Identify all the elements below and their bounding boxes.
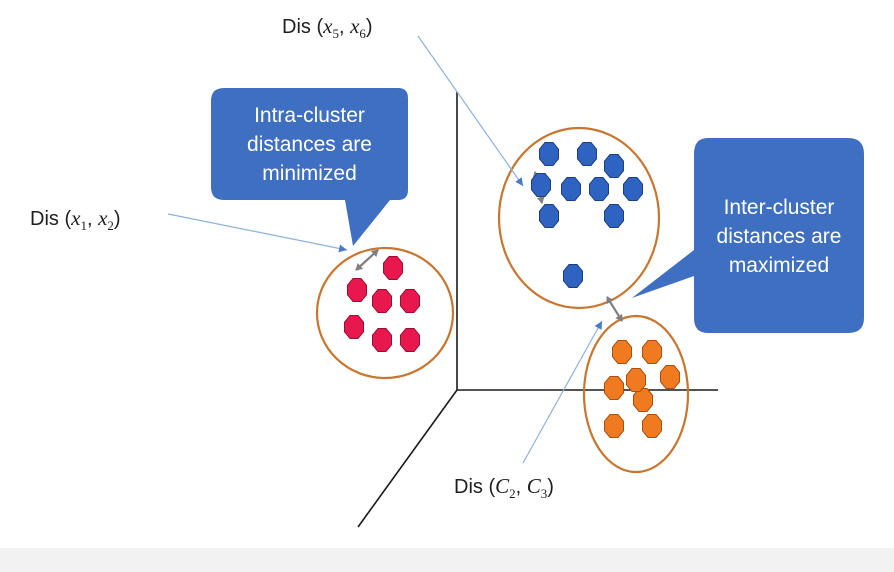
z-axis: [357, 389, 458, 528]
bottom-band: [0, 548, 894, 572]
inter-distance-arrow: [606, 296, 623, 322]
inter-line-2: distances are: [716, 224, 842, 248]
blue-point-10: [563, 264, 583, 288]
orange-point-3: [660, 365, 680, 389]
orange-point-7: [642, 414, 662, 438]
blue-point-3: [604, 154, 624, 178]
inter-line-1: Inter-cluster: [723, 195, 835, 219]
orange-cluster-outline: [582, 314, 690, 474]
inter-line-3: maximized: [728, 253, 830, 277]
orange-point-2: [642, 340, 662, 364]
blue-point-1: [539, 142, 559, 166]
label-dis-c2-c3: Dis (C2, C3): [454, 474, 554, 501]
pointer-line-c2-c3: [522, 320, 603, 464]
blue-point-7: [623, 177, 643, 201]
orange-point-4: [604, 376, 624, 400]
blue-point-4: [531, 173, 551, 197]
orange-point-8: [626, 368, 646, 392]
red-point-6: [372, 328, 392, 352]
axes: [357, 92, 718, 528]
red-point-1: [383, 256, 403, 280]
intra-line-3: minimized: [262, 161, 357, 185]
blue-point-9: [604, 204, 624, 228]
red-cluster-outline: [315, 246, 455, 380]
red-point-5: [344, 315, 364, 339]
blue-point-5: [561, 177, 581, 201]
intra-line-1: Intra-cluster: [254, 103, 365, 127]
orange-point-1: [612, 340, 632, 364]
intra-callout-shape: [211, 88, 408, 246]
orange-point-5: [633, 388, 653, 412]
intra-distance-arrow: [355, 249, 379, 271]
blue-point-2: [577, 142, 597, 166]
pointer-line-x5-x6: [417, 35, 524, 187]
red-point-3: [372, 289, 392, 313]
inter-callout-shape: [632, 138, 864, 333]
intra-callout-text: Intra-cluster distances are minimized: [211, 90, 408, 198]
intra-line-2: distances are: [247, 132, 372, 156]
blue-point-6: [589, 177, 609, 201]
data-points: [344, 142, 680, 438]
label-dis-x1-x2: Dis (x1, x2): [30, 206, 121, 233]
inter-callout-text: Inter-cluster distances are maximized: [694, 140, 864, 332]
pointer-line-x1-x2: [167, 213, 348, 253]
red-point-4: [400, 289, 420, 313]
red-point-2: [347, 278, 367, 302]
blue-point-8: [539, 204, 559, 228]
orange-point-6: [604, 414, 624, 438]
red-point-7: [400, 328, 420, 352]
blue-cluster-outline: [497, 126, 661, 310]
label-dis-x5-x6: Dis (x5, x6): [282, 14, 373, 41]
